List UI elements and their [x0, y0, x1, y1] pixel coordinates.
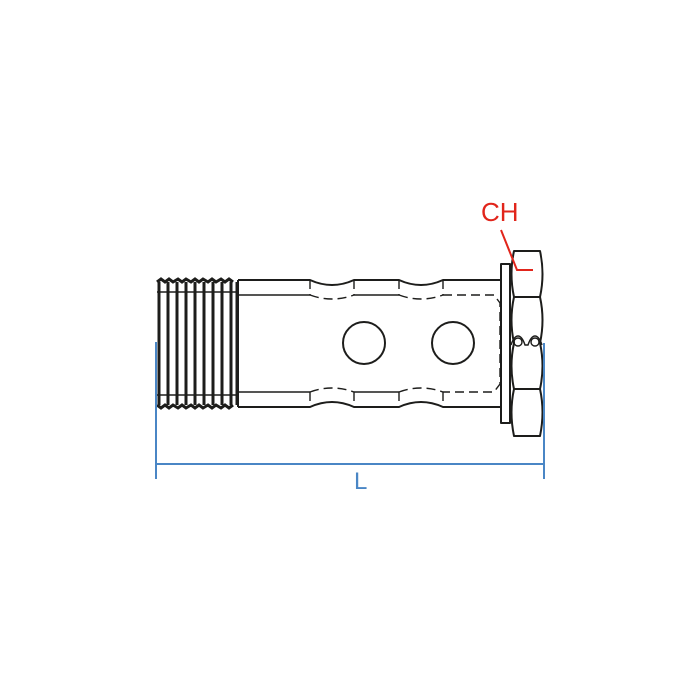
length-dimension-label: L — [354, 468, 368, 495]
hex-size-label: CH — [481, 197, 519, 227]
dimension-l — [155, 342, 545, 479]
hex-head — [510, 250, 544, 437]
thread-section — [156, 277, 239, 410]
flange — [500, 263, 511, 424]
cross-hole-1 — [342, 321, 386, 365]
cross-hole-2 — [431, 321, 475, 365]
ch-leader-line — [500, 229, 533, 271]
shank — [237, 279, 501, 408]
o-ring-marks-icon — [510, 335, 543, 347]
